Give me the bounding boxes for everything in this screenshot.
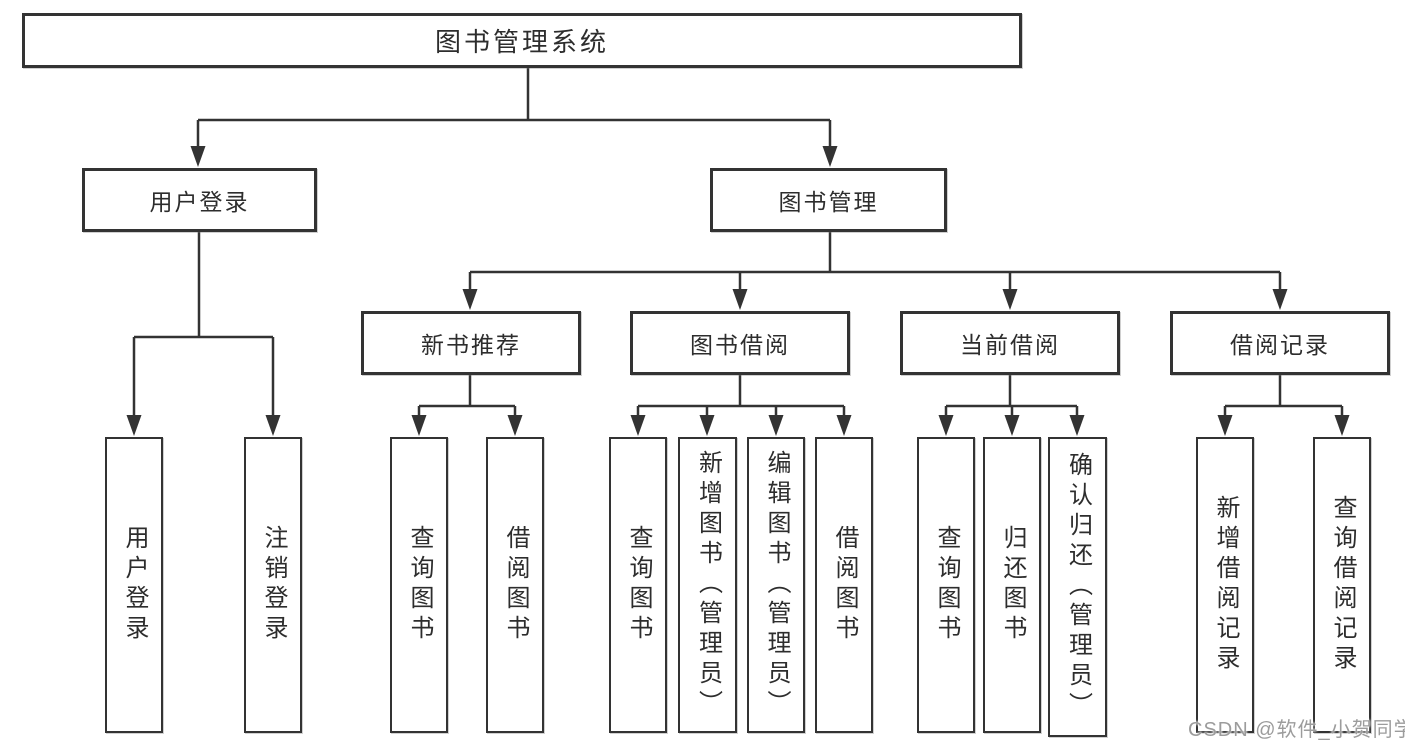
node-borrow-records: 借阅记录 bbox=[1170, 311, 1390, 375]
node-book-borrowing: 图书借阅 bbox=[630, 311, 850, 375]
node-library-system-label: 图书管理系统 bbox=[434, 27, 609, 57]
leaf-logout: 注销登录 bbox=[244, 437, 302, 733]
leaf-borrow-books-label: 借阅图书 bbox=[831, 525, 858, 645]
node-new-book-recommend-label: 新书推荐 bbox=[421, 332, 521, 358]
leaf-query-books-borrowing-label: 查询图书 bbox=[625, 525, 652, 645]
node-library-system: 图书管理系统 bbox=[22, 13, 1022, 68]
leaf-query-books-current-label: 查询图书 bbox=[933, 525, 960, 645]
node-user-login-label: 用户登录 bbox=[149, 189, 250, 215]
leaf-add-borrow-record: 新增借阅记录 bbox=[1196, 437, 1254, 733]
node-current-borrowing: 当前借阅 bbox=[900, 311, 1120, 375]
node-new-book-recommend: 新书推荐 bbox=[361, 311, 581, 375]
leaf-borrow-books-recommend: 借阅图书 bbox=[486, 437, 544, 733]
leaf-return-books-label: 归还图书 bbox=[999, 525, 1026, 645]
leaf-borrow-books: 借阅图书 bbox=[815, 437, 873, 733]
node-book-management-label: 图书管理 bbox=[778, 189, 879, 215]
leaf-add-books-admin: 新增图书（管理员） bbox=[678, 437, 737, 733]
leaf-user-login-label: 用户登录 bbox=[121, 525, 148, 645]
leaf-confirm-return-admin-label: 确认归还（管理员） bbox=[1064, 452, 1092, 722]
leaf-query-books-current: 查询图书 bbox=[917, 437, 975, 733]
leaf-query-borrow-record: 查询借阅记录 bbox=[1313, 437, 1371, 733]
node-user-login: 用户登录 bbox=[82, 168, 317, 232]
node-borrow-records-label: 借阅记录 bbox=[1230, 332, 1330, 358]
leaf-query-books-recommend-label: 查询图书 bbox=[406, 525, 433, 645]
leaf-borrow-books-recommend-label: 借阅图书 bbox=[502, 525, 529, 645]
leaf-edit-books-admin-label: 编辑图书（管理员） bbox=[763, 450, 790, 720]
csdn-watermark: CSDN @软件_小贺同学 bbox=[1188, 719, 1405, 741]
leaf-return-books: 归还图书 bbox=[983, 437, 1041, 733]
leaf-query-borrow-record-label: 查询借阅记录 bbox=[1329, 495, 1356, 675]
node-book-management: 图书管理 bbox=[710, 168, 947, 232]
leaf-confirm-return-admin: 确认归还（管理员） bbox=[1048, 437, 1107, 737]
leaf-logout-label: 注销登录 bbox=[260, 525, 287, 645]
leaf-edit-books-admin: 编辑图书（管理员） bbox=[747, 437, 805, 733]
leaf-add-books-admin-label: 新增图书（管理员） bbox=[694, 450, 722, 720]
leaf-user-login: 用户登录 bbox=[105, 437, 163, 733]
leaf-query-books-recommend: 查询图书 bbox=[390, 437, 448, 733]
leaf-query-books-borrowing: 查询图书 bbox=[609, 437, 667, 733]
leaf-add-borrow-record-label: 新增借阅记录 bbox=[1212, 495, 1239, 675]
node-book-borrowing-label: 图书借阅 bbox=[690, 332, 790, 358]
node-current-borrowing-label: 当前借阅 bbox=[960, 332, 1060, 358]
arrowhead-icons bbox=[126, 146, 1350, 436]
